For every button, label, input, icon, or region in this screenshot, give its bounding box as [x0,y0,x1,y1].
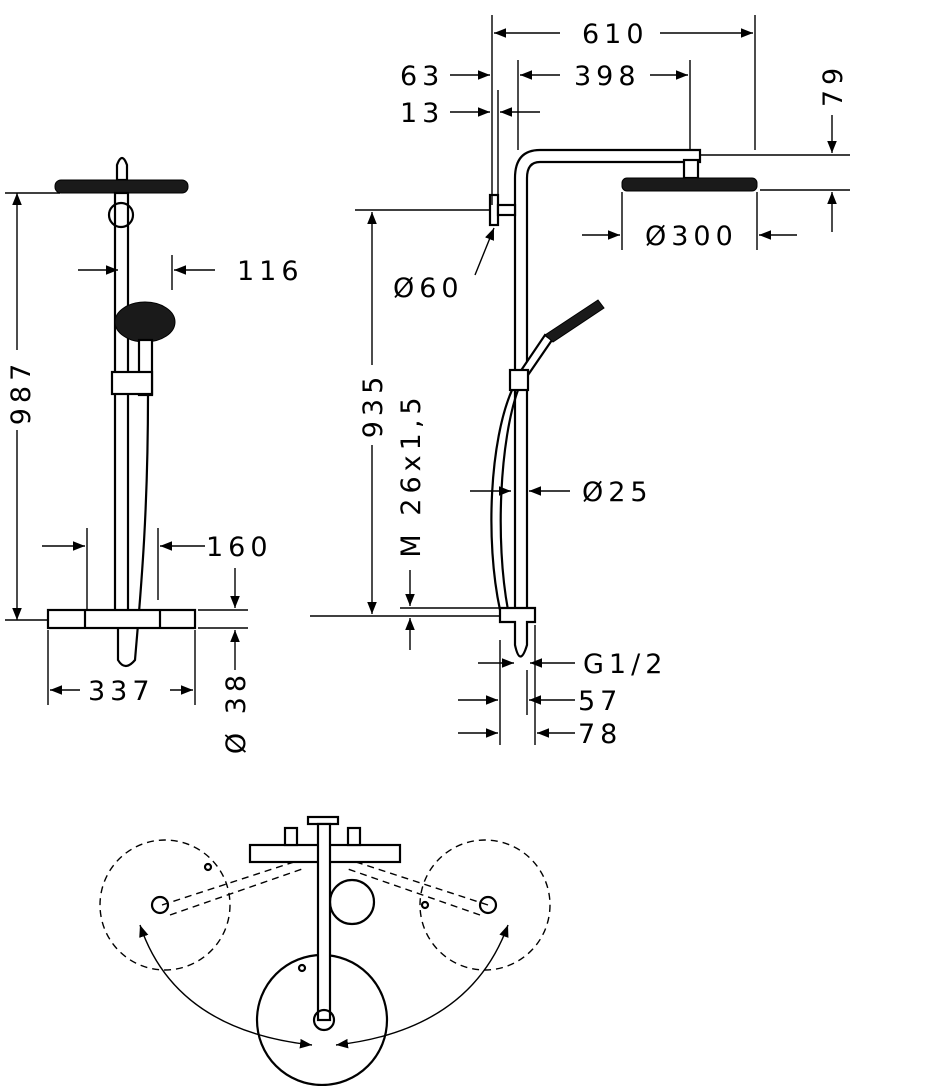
riser-pipe [113,191,130,613]
thermostat-bar [46,608,197,630]
dim-diameter-25: Ø25 [582,477,653,508]
dim-160: 160 [206,532,273,563]
plan-view [99,815,551,1086]
hand-shower-head [114,301,176,343]
dim-63: 63 [400,61,444,92]
dim-935: 935 [358,372,389,439]
dim-116: 116 [237,256,304,287]
dim-610: 610 [582,19,649,50]
dim-diameter-60: Ø60 [393,273,464,304]
dim-337: 337 [88,676,155,707]
dim-13: 13 [400,98,444,129]
front-view: 987 116 160 337 Ø 38 [5,156,304,754]
dim-diameter-38: Ø 38 [221,670,252,754]
wall-bracket [488,193,500,227]
thread-spec: M 26x1,5 [396,392,427,557]
rain-shower-head [54,179,189,194]
dim-987: 987 [6,359,37,426]
dim-57: 57 [578,686,622,717]
dim-diameter-300: Ø300 [645,221,738,252]
dim-78: 78 [578,719,622,750]
side-view: 610 63 398 13 79 Ø300 Ø60 935 [310,15,850,750]
thermostat-body [498,606,537,658]
connection-g-half: G1/2 [583,649,667,680]
dim-398: 398 [574,61,641,92]
side-rain-shower-head [621,177,758,192]
dim-79: 79 [818,63,849,107]
